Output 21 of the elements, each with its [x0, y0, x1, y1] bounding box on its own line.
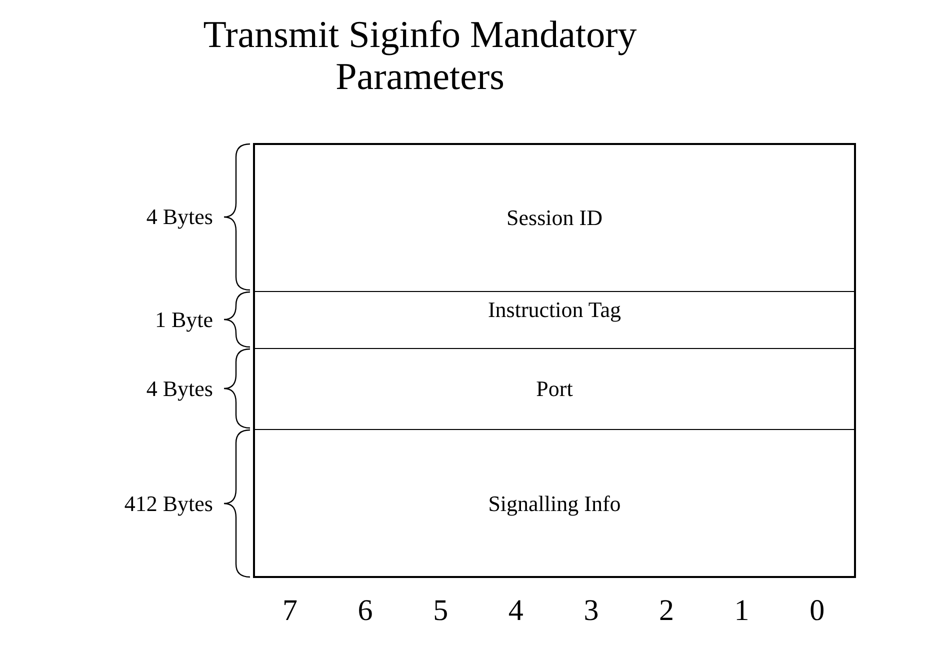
bit-number: 0 — [808, 593, 826, 629]
bit-number: 3 — [582, 593, 600, 629]
bit-number: 5 — [432, 593, 450, 629]
title: Transmit Siginfo Mandatory Parameters — [202, 14, 638, 98]
size-label: 1 Byte — [154, 306, 213, 332]
field-row — [253, 348, 856, 429]
size-label: 4 Bytes — [146, 376, 213, 402]
size-label: 4 Bytes — [146, 204, 213, 230]
field-name: Port — [535, 376, 574, 402]
size-label: 412 Bytes — [124, 490, 213, 516]
bit-number: 6 — [356, 593, 374, 629]
bit-number: 2 — [658, 593, 675, 629]
field-name: Signalling Info — [487, 490, 622, 516]
bit-number: 4 — [507, 593, 524, 629]
bit-number: 7 — [282, 593, 298, 629]
field-name: Instruction Tag — [486, 296, 622, 322]
field-row — [253, 291, 856, 348]
bit-number: 1 — [733, 593, 750, 629]
field-row — [253, 429, 856, 578]
field-name: Session ID — [506, 205, 604, 231]
field-row — [253, 143, 856, 291]
